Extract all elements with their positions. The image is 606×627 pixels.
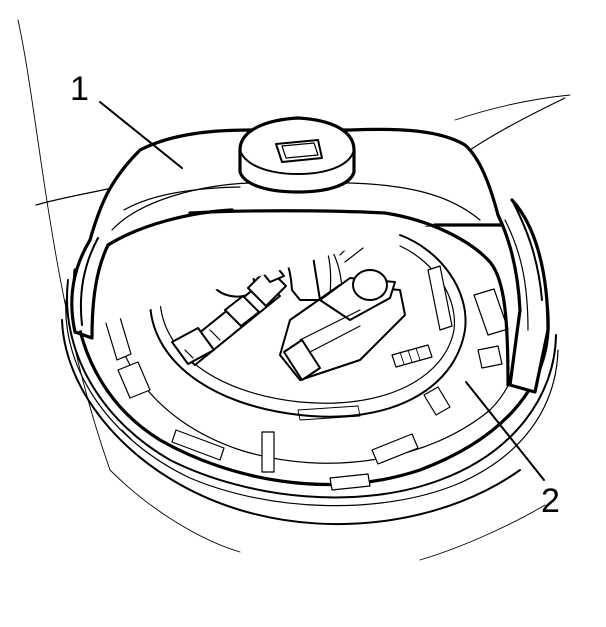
leader-line-2 [465,381,545,481]
callout-label-1: 1 [70,70,89,108]
leader-lines [99,101,545,481]
special-tool-wrench [70,116,550,394]
leader-line-1 [99,101,183,169]
callout-label-2: 2 [541,482,560,520]
